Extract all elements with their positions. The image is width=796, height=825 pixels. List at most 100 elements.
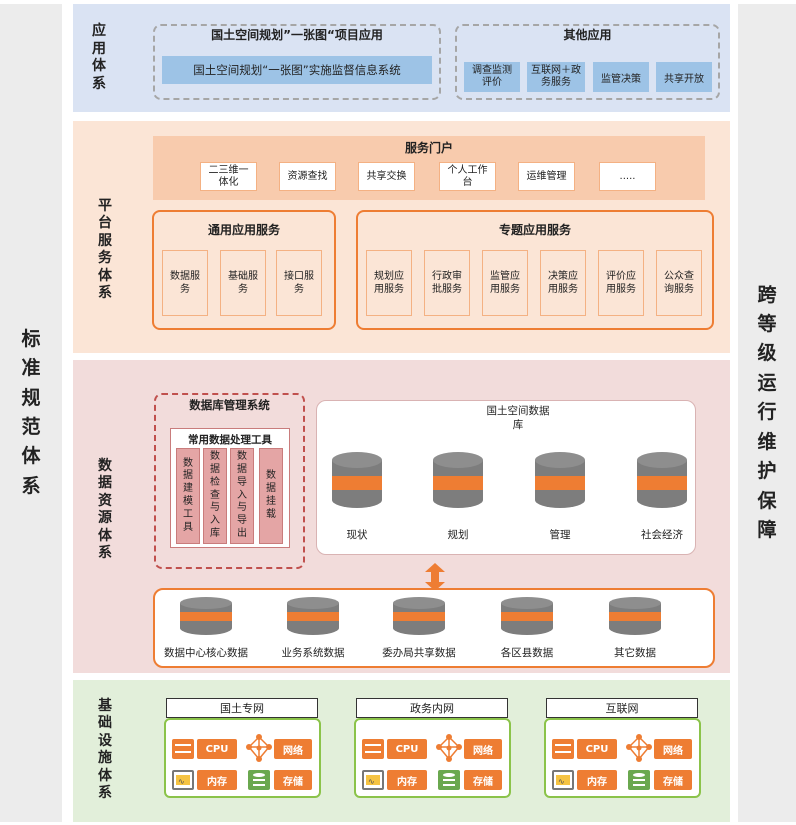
tool-char: 挂 [266,496,276,507]
tool-char: 导 [237,515,247,527]
app-item-supervision[interactable]: 监管决策 [593,62,649,92]
database-icon [433,452,483,516]
tool-char: 模 [183,496,193,507]
app-item-internet-gov[interactable]: 互联网＋政务服务 [527,62,585,92]
label-char: 数 [98,457,112,474]
label-char: 设 [98,732,112,749]
label-char: 据 [98,475,112,491]
special-service-item[interactable]: 决策应用服务 [540,250,586,316]
special-services-box [356,210,714,330]
general-service-item[interactable]: 基础服务 [220,250,266,316]
source-db-label: 业务系统数据 [281,647,345,660]
label-char: 台 [98,215,112,231]
portal-item[interactable]: 二三维一体化 [200,162,257,191]
dbms-box [154,393,305,569]
label-char: 障 [757,519,777,542]
label-char: 服 [98,232,112,249]
label-char: 系 [98,785,112,801]
label-char: 维 [757,430,777,453]
portal-item[interactable]: 资源查找 [279,162,336,191]
data-layer-label: 数据资源体系 [90,450,120,570]
label-char: 施 [98,750,112,766]
server-icon [552,739,574,759]
general-services-box [152,210,336,330]
special-service-item[interactable]: 评价应用服务 [598,250,644,316]
tool-char: 与 [237,502,247,514]
app-group-1 [153,24,441,100]
supervision-system-item[interactable]: 国土空间规划“一张图”实施监督信息系统 [162,56,432,84]
source-db-label: 各区县数据 [500,647,554,660]
tool-char: 据 [237,464,247,475]
label-char: 础 [98,715,112,731]
tool-char: 检 [210,476,220,488]
label-char: 系 [21,474,41,497]
spatial-db-label: 现状 [346,528,368,541]
tool-char: 工 [183,508,193,520]
platform-layer-label: 平台服务体系 [90,190,120,310]
database-icon [287,597,339,637]
label-char: 资 [98,492,112,509]
database-icon [332,452,382,516]
label-char: 体 [92,58,106,74]
label-char: 体 [21,445,41,468]
database-icon [535,452,585,516]
storage-chip: 存储 [464,770,502,790]
source-db-label: 委办局共享数据 [382,647,456,660]
storage-icon [628,770,650,790]
server-icon [362,739,384,759]
label-char: 准 [21,357,41,380]
spatial-db-label: 管理 [549,528,571,541]
memory-chip: 内存 [197,770,237,790]
tool-char: 数 [183,457,193,469]
sync-arrow-icon [425,563,445,591]
portal-item[interactable]: 共享交换 [358,162,415,191]
network-label: 国土专网 [166,698,318,718]
label-char: 平 [98,197,112,214]
memory-icon: ∿ [362,770,384,790]
portal-item[interactable]: 运维管理 [518,162,575,191]
tool-char: 查 [210,489,220,501]
special-service-item[interactable]: 监管应用服务 [482,250,528,316]
app-item-share[interactable]: 共享开放 [656,62,712,92]
tool-column[interactable]: 数据建模工具 [176,448,200,544]
label-char: 用 [92,40,106,57]
tool-column[interactable]: 数据检查与入库 [203,448,227,544]
app-group-2-title: 其他应用 [563,27,612,42]
memory-chip: 内存 [577,770,617,790]
database-icon [393,597,445,637]
tool-char: 建 [183,483,193,495]
network-nodes-icon [436,734,462,762]
tool-column[interactable]: 数据导入与导出 [230,448,254,544]
special-service-item[interactable]: 行政审批服务 [424,250,470,316]
cpu-chip: CPU [387,739,427,759]
special-service-item[interactable]: 规划应用服务 [366,250,412,316]
network-label: 互联网 [546,698,698,718]
label-char: 跨 [757,283,777,306]
special-service-item[interactable]: 公众查询服务 [656,250,702,316]
label-char: 规 [21,386,41,409]
storage-chip: 存储 [274,770,312,790]
label-char: 体 [98,527,112,544]
cpu-chip: CPU [197,739,237,759]
label-char: 护 [757,460,777,483]
label-char: 务 [98,250,112,266]
app-item-survey[interactable]: 调查监测评价 [464,62,520,92]
portal-item[interactable]: 个人工作台 [439,162,496,191]
storage-icon [438,770,460,790]
app-layer-label: 应用体系 [82,20,116,96]
label-char: 体 [98,267,112,284]
label-char: 系 [98,545,112,561]
label-char: 保 [757,489,777,512]
label-char: 范 [21,416,41,438]
general-service-item[interactable]: 接口服务 [276,250,322,316]
tool-column[interactable]: 数据挂载 [259,448,283,544]
general-service-item[interactable]: 数据服务 [162,250,208,316]
left-standards-column: 标准规范体系 [0,4,62,822]
database-icon [501,597,553,637]
tool-char: 出 [237,527,247,539]
portal-item[interactable]: ..... [599,162,656,191]
tool-char: 入 [237,489,247,501]
tool-char: 具 [183,521,193,533]
tool-char: 载 [266,508,276,520]
label-char: 系 [92,75,106,92]
